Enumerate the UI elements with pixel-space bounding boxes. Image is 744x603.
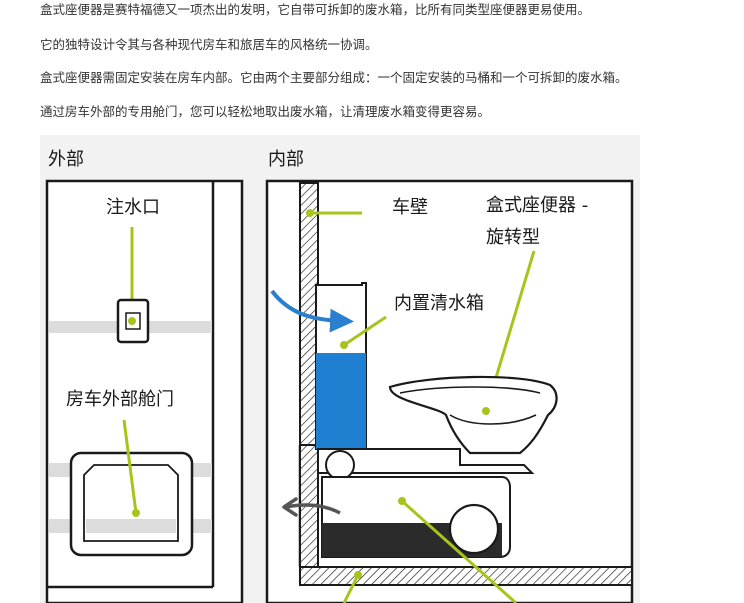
water-inlet-dot	[128, 317, 136, 325]
floor-leader	[342, 574, 360, 603]
intro-paragraph-4: 通过房车外部的专用舱门，您可以轻松地取出废水箱，让清理废水箱变得更容易。	[40, 104, 491, 119]
flush-tank-label: 内置清水箱	[394, 293, 484, 314]
service-door-label: 房车外部舱门	[66, 389, 174, 410]
toilet-dot	[482, 407, 490, 415]
intro-paragraph-3: 盒式座便器需固定安装在房车内部。它由两个主要部分组成：一个固定安装的马桶和一个可…	[40, 70, 628, 85]
cassette-toilet-diagram: 外部 注水口 房车外部舱门 内部 车壁 盒式座便器 - 旋转型 内置清水箱	[40, 135, 640, 603]
toilet-label-line2: 旋转型	[486, 227, 540, 248]
water-inlet-label: 注水口	[106, 197, 160, 218]
flush-tank-water	[316, 353, 366, 449]
mechanism-roller	[325, 450, 355, 480]
service-door-dot	[132, 509, 140, 517]
cassette-leader	[400, 499, 518, 603]
cassette-wheel	[448, 503, 500, 555]
refill-arrow	[270, 289, 354, 333]
service-door-recess	[83, 464, 179, 542]
wall-dot	[306, 209, 314, 217]
cassette-removal-arrow	[285, 503, 341, 515]
inside-title: 内部	[268, 149, 304, 170]
intro-paragraph-2: 它的独特设计令其与各种现代房车和旅居车的风格统一协调。	[40, 37, 378, 52]
service-door-leader	[122, 419, 138, 514]
flush-tank-dot	[340, 341, 348, 349]
cassette-dot	[398, 497, 406, 505]
floor-dot	[354, 571, 362, 579]
intro-paragraph-1: 盒式座便器是赛特福德又一项杰出的发明，它自带可拆卸的废水箱，比所有同类型座便器更…	[40, 2, 591, 17]
wall-label: 车壁	[392, 197, 428, 218]
toilet-bowl	[388, 375, 558, 455]
toilet-label-line1: 盒式座便器 -	[486, 195, 588, 216]
flush-tank-leader	[343, 315, 387, 347]
outside-title: 外部	[48, 149, 84, 170]
